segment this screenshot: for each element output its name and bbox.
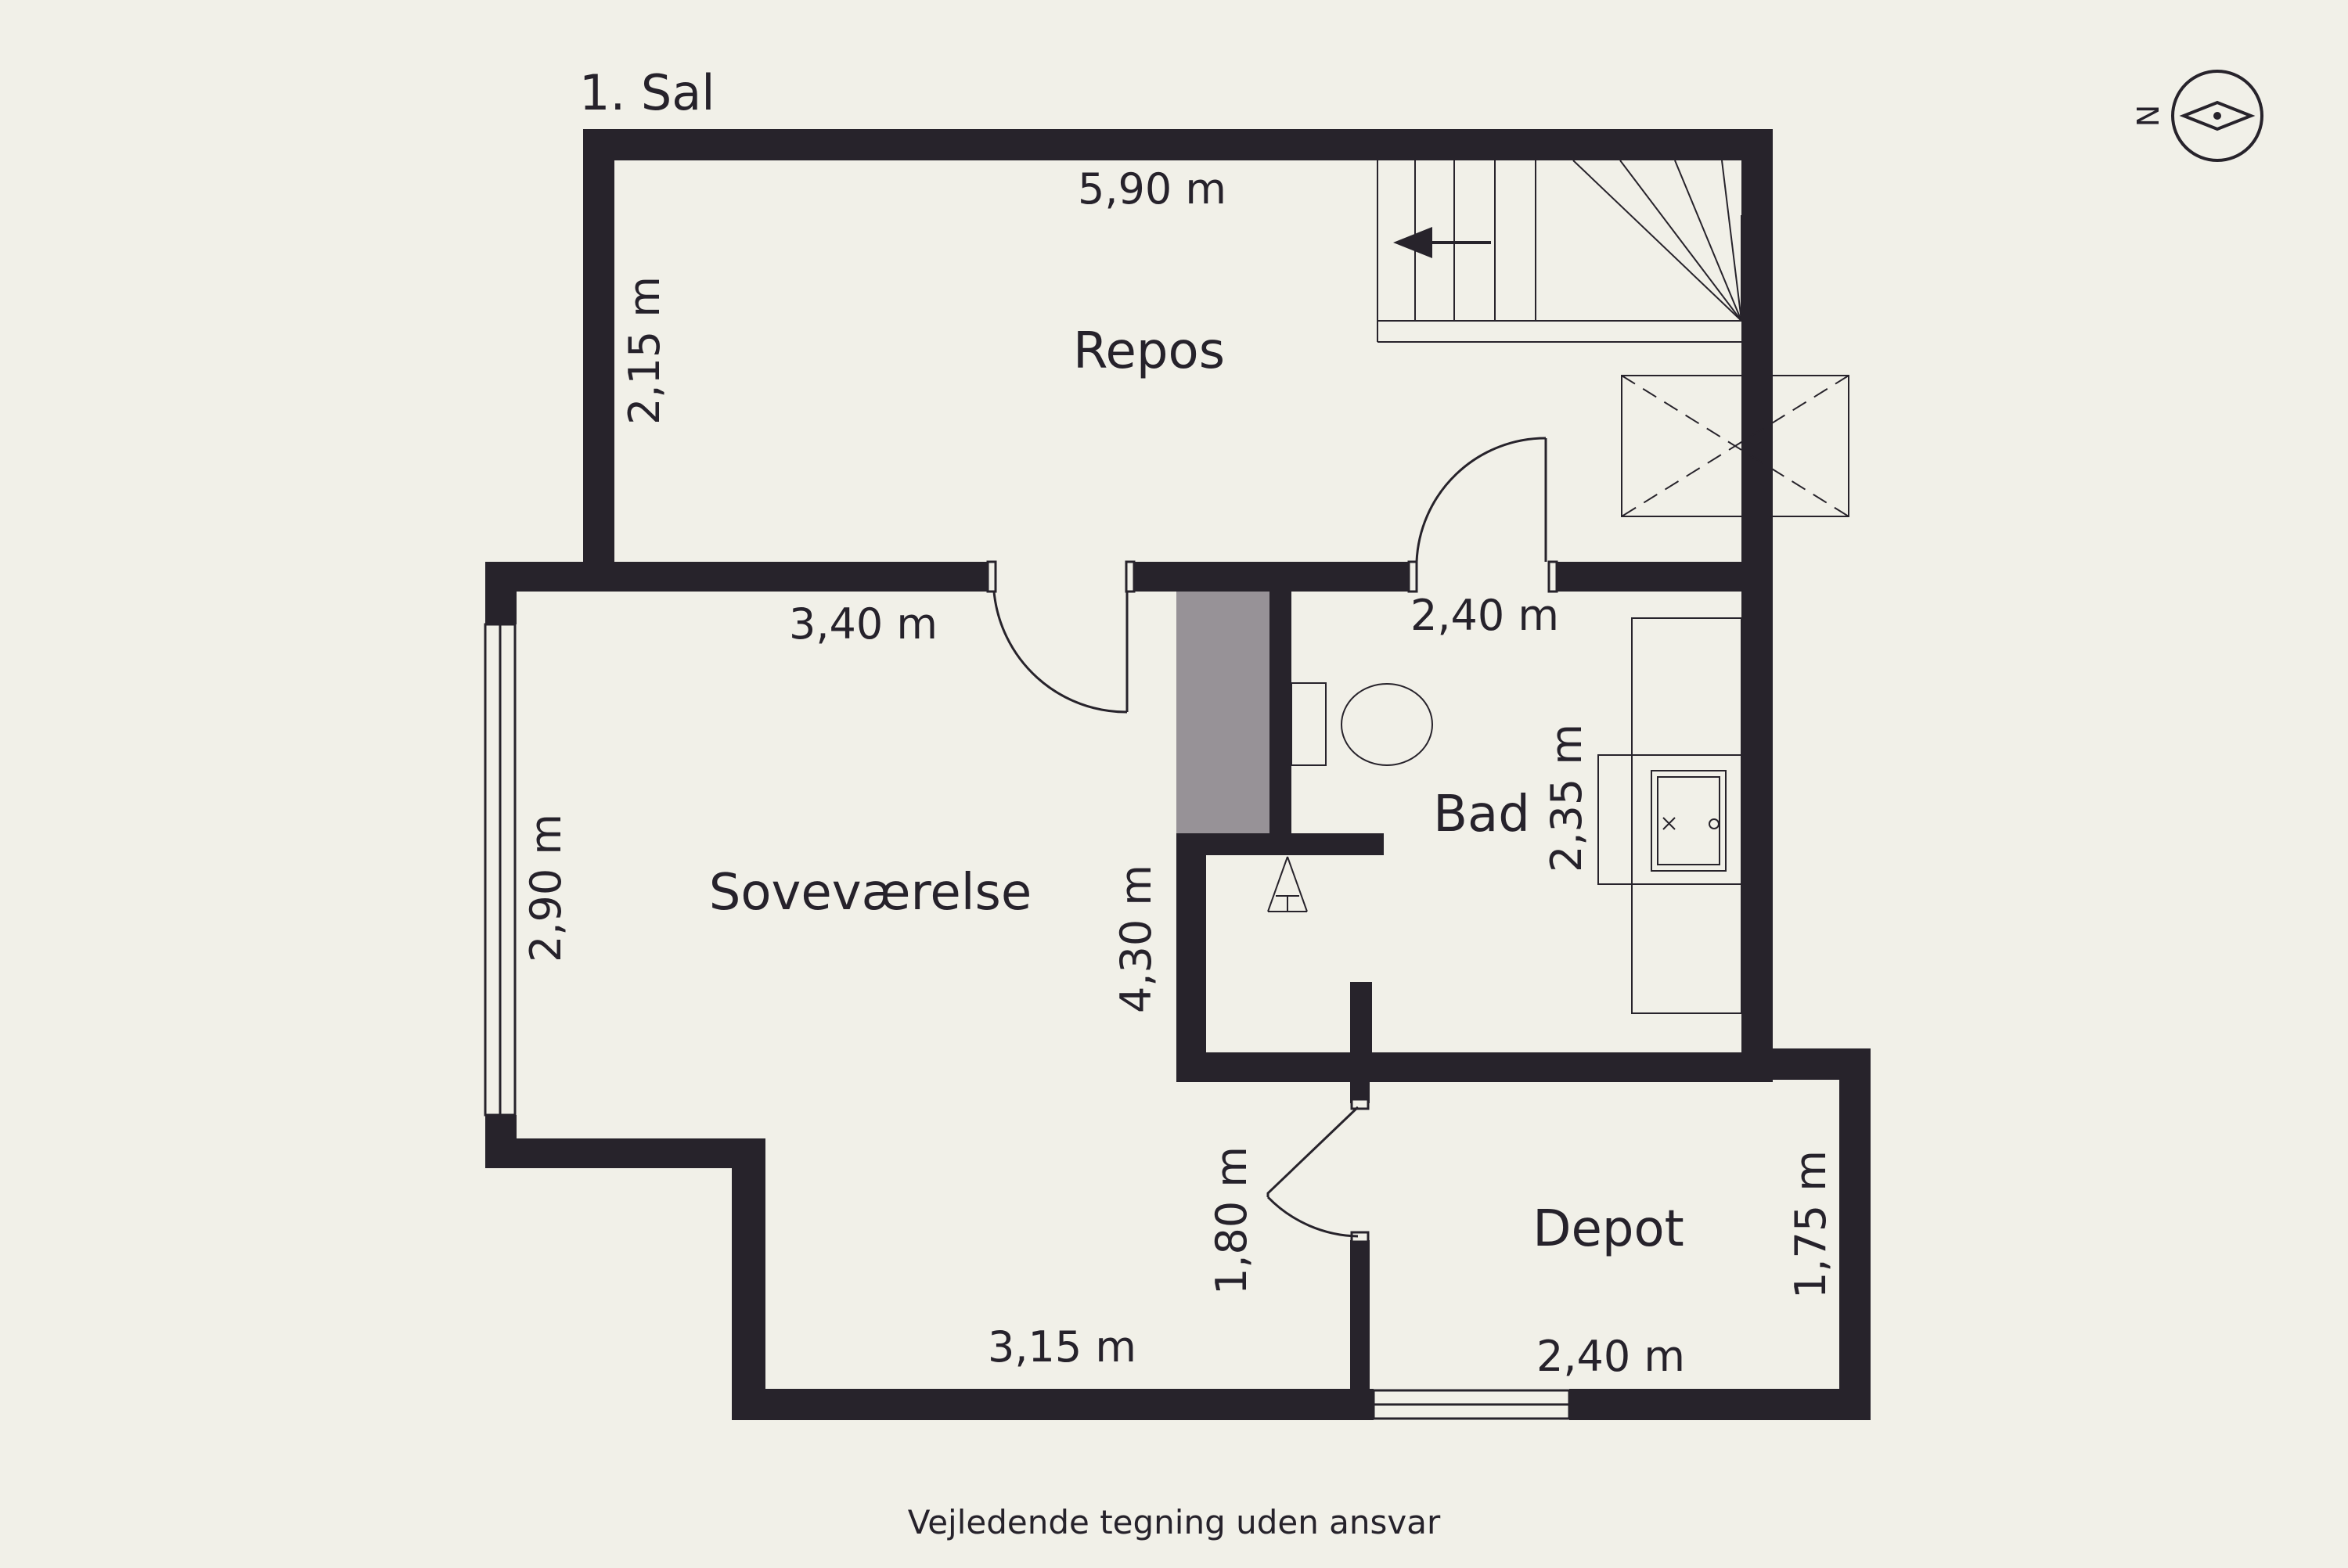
bath-lower-wall bbox=[1176, 1052, 1773, 1082]
depot-left-wall-top bbox=[1350, 1052, 1370, 1103]
room-label-repos: Repos bbox=[1073, 322, 1225, 380]
dimension-label: 3,40 m bbox=[789, 599, 938, 649]
doors bbox=[986, 437, 1558, 1243]
bathroom-fixtures bbox=[1267, 617, 1742, 1014]
bedroom-lower-wall bbox=[485, 1138, 765, 1168]
dimension-label: 2,90 m bbox=[521, 814, 571, 962]
sink-basin bbox=[1651, 770, 1727, 872]
bedroom-step-wall bbox=[732, 1138, 765, 1420]
repos-left-wall bbox=[583, 129, 614, 575]
dimension-label: 2,40 m bbox=[1410, 591, 1559, 640]
door-jamb bbox=[1350, 1098, 1370, 1110]
dimension-label: 4,30 m bbox=[1111, 865, 1161, 1013]
dimension-label: 2,35 m bbox=[1542, 724, 1591, 872]
bath-partition bbox=[1176, 833, 1384, 855]
room-label-sovevaerelse: Soveværelse bbox=[709, 864, 1032, 922]
bottom-wall-left bbox=[732, 1389, 1374, 1420]
door-jamb bbox=[1125, 560, 1136, 593]
dimension-label: 2,40 m bbox=[1536, 1332, 1685, 1381]
skylight bbox=[1621, 375, 1849, 517]
depot-door-leaf bbox=[1266, 1106, 1359, 1197]
stair-arrow-head bbox=[1393, 227, 1432, 258]
sink-outer bbox=[1597, 754, 1742, 885]
floor-title: 1. Sal bbox=[579, 64, 715, 121]
bath-door-swing bbox=[1415, 437, 1547, 563]
windows bbox=[484, 623, 1571, 1420]
dimension-label: 2,15 m bbox=[620, 276, 669, 425]
dimension-label: 1,80 m bbox=[1207, 1146, 1256, 1295]
walls bbox=[485, 129, 1871, 1420]
compass-icon bbox=[2171, 70, 2263, 162]
compass-north-label: N bbox=[2130, 105, 2164, 127]
toilet-tank bbox=[1291, 682, 1327, 766]
depot-left-wall-bottom bbox=[1350, 1240, 1370, 1420]
door-jamb bbox=[1547, 560, 1558, 593]
door-jamb bbox=[986, 560, 997, 593]
bedroom-left-wall-top bbox=[485, 562, 517, 624]
depot-right-wall bbox=[1839, 1048, 1871, 1420]
staircase bbox=[1377, 160, 1742, 343]
depot-door-swing bbox=[1266, 1196, 1359, 1238]
room-label-bad: Bad bbox=[1433, 786, 1530, 843]
hall-wall-right bbox=[1555, 562, 1773, 592]
repos-top-wall bbox=[583, 129, 1773, 160]
disclaimer-caption: Vejledende tegning uden ansvar bbox=[908, 1503, 1441, 1541]
compass-needle-icon bbox=[2179, 100, 2256, 131]
dimension-label: 5,90 m bbox=[1078, 164, 1226, 214]
right-outer-wall bbox=[1741, 129, 1773, 1060]
shaft bbox=[1176, 592, 1269, 833]
dimension-label: 3,15 m bbox=[988, 1322, 1136, 1372]
toilet-bowl-icon bbox=[1341, 683, 1433, 766]
bedroom-door-swing bbox=[992, 591, 1128, 714]
hall-wall-left bbox=[485, 562, 994, 592]
dimension-label: 1,75 m bbox=[1786, 1150, 1835, 1299]
sink-inner bbox=[1657, 776, 1720, 865]
room-label-depot: Depot bbox=[1532, 1200, 1684, 1258]
compass: N bbox=[2130, 70, 2263, 162]
door-jamb bbox=[1407, 560, 1418, 593]
bottom-wall-right bbox=[1569, 1389, 1871, 1420]
shaft-right-wall bbox=[1269, 562, 1291, 851]
